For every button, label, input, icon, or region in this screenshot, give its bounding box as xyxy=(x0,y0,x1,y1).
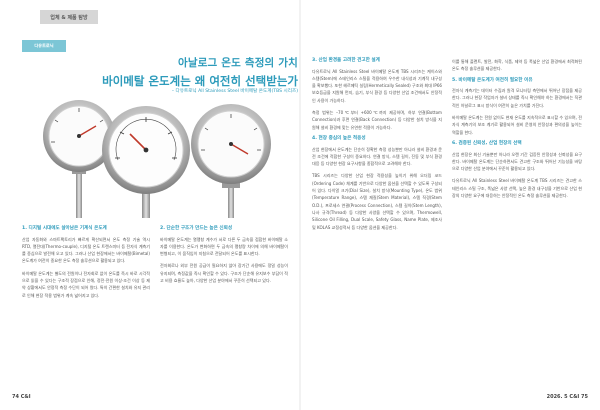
paragraph: 전자회로나 외부 전원 공급이 필요하지 않아 장기간 사용에도 정밀 성능이 … xyxy=(160,263,288,284)
paragraph: 다유트로닉 All Stainless Steel 바이메탈 온도계 TBS 시… xyxy=(312,68,442,103)
heading-section-5: 5. 바이메탈 온도계가 여전히 필요한 이유 xyxy=(452,77,533,83)
headline-line-2: 바이메탈 온도계는 왜 여전히 선택받는가 xyxy=(102,74,298,88)
paragraph: 바이메탈 온도계는 별도의 전원이나 전자회로 없이 온도를 즉시 바로 시각적… xyxy=(22,270,150,298)
column-2: 2. 단순한 구조가 만드는 높은 신뢰성 바이메탈 온도계는 열팽창 계수가 … xyxy=(160,226,288,289)
paragraph: 산업 현장에서 온도계는 단순히 정확한 측정 성능뿐만 아니라 설비 환경과 … xyxy=(312,146,442,167)
heading-section-3: 3. 산업 환경을 고려한 견고한 설계 xyxy=(312,58,380,63)
page-gutter xyxy=(299,0,301,410)
article-subline: – 다유트로닉 All Stainless Steel 바이메탈 온도계(TBS… xyxy=(171,89,298,94)
paragraph: TBS 시리즈는 다양한 산업 현장 적용성을 높이기 위해 오더링 코드(Or… xyxy=(312,173,442,230)
paragraph: 바이메탈 온도계는 전원 없이도 현재 온도를 지속적으로 표시할 수 있으며,… xyxy=(452,115,582,135)
paragraph: 산업 자동화와 스마트팩토리가 빠르게 확산되면서 온도 측정 기술 역시 RT… xyxy=(22,236,150,264)
product-photo xyxy=(43,100,271,218)
right-page: 3. 산업 환경을 고려한 견고한 설계 다유트로닉 All Stainless… xyxy=(300,0,600,410)
paragraph: 산업 현장은 최신 기술뿐만 아니라 오랜 기간 검증된 안정성과 신뢰성을 요… xyxy=(452,151,582,172)
page-number-right: 2026. 5 C&I 75 xyxy=(546,394,588,400)
headline-line-1: 아날로그 온도 측정의 가치 xyxy=(177,57,298,69)
article-headline: 아날로그 온도 측정의 가치 바이메탈 온도계는 왜 여전히 선택받는가 xyxy=(36,55,298,89)
paragraph: 이를 통해 플랜트, 발전, 화학, 식품, 제약 등 폭넓은 산업 환경에서 … xyxy=(452,59,582,72)
gauge-right xyxy=(191,104,271,218)
paragraph: 다유트로닉 All Stainless Steel 바이메탈 온도계 TBS 시… xyxy=(452,178,582,199)
vendor-tag: 다유트로닉 xyxy=(22,40,66,52)
page-number-left: 74 C&I xyxy=(12,394,31,400)
gauge-center xyxy=(102,106,190,218)
heading-section-4: 4. 현장 중심의 높은 적응성 xyxy=(312,135,366,141)
heading-section-1: 1. 디지털 시대에도 살아남은 기계식 온도계 xyxy=(22,226,107,231)
paragraph: 측정 범위는 –70℃부터 +600℃까지 제공하며, 하부 연결(Bottom… xyxy=(312,110,442,130)
paragraph: 바이메탈 온도계는 열팽창 계수가 서로 다른 두 금속을 접합한 바이메탈 소… xyxy=(160,236,288,257)
column-4: 이를 통해 플랜트, 발전, 화학, 식품, 제약 등 폭넓은 산업 환경에서 … xyxy=(452,58,582,204)
gauge-left xyxy=(43,100,115,218)
left-page: 업체 & 제품 탐방 다유트로닉 아날로그 온도 측정의 가치 바이메탈 온도계… xyxy=(12,10,298,400)
heading-section-2: 2. 단순한 구조가 만드는 높은 신뢰성 xyxy=(160,226,233,231)
heading-section-6: 6. 검증된 신뢰성, 산업 현장의 선택 xyxy=(452,140,522,146)
paragraph: 전자식 계측기는 데이터 수집과 원격 모니터링 측면에서 뛰어난 장점을 제공… xyxy=(452,88,582,108)
section-tag: 업체 & 제품 탐방 xyxy=(40,10,98,24)
column-1: 1. 디지털 시대에도 살아남은 기계식 온도계 산업 자동화와 스마트팩토리가… xyxy=(22,226,150,304)
column-3: 3. 산업 환경을 고려한 견고한 설계 다유트로닉 All Stainless… xyxy=(312,58,442,236)
